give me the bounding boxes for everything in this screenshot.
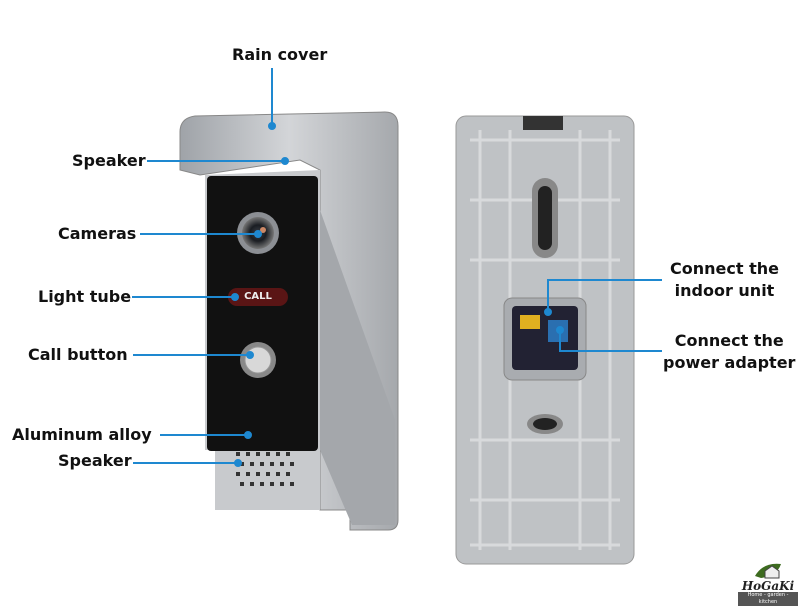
speaker-hole bbox=[286, 472, 290, 476]
speaker-hole bbox=[256, 472, 260, 476]
speaker-hole bbox=[286, 452, 290, 456]
speaker-hole bbox=[240, 482, 244, 486]
label-power-adapter: Connect the power adapter bbox=[663, 330, 795, 374]
light-tube bbox=[228, 288, 288, 306]
label-light-tube: Light tube bbox=[38, 287, 132, 306]
speaker-hole bbox=[280, 482, 284, 486]
call-text: CALL bbox=[244, 291, 272, 302]
house-leaf-icon bbox=[755, 563, 781, 579]
label-call-button: Call button bbox=[28, 345, 128, 364]
front-panel bbox=[207, 176, 318, 451]
speaker-hole bbox=[266, 452, 270, 456]
callout-lines bbox=[132, 68, 662, 467]
label-indoor-unit-line1: Connect the bbox=[670, 259, 779, 278]
speaker-hole bbox=[280, 462, 284, 466]
label-aluminum-alloy: Aluminum alloy bbox=[12, 425, 152, 444]
speaker-hole bbox=[240, 462, 244, 466]
speaker-hole bbox=[276, 472, 280, 476]
logo-tagline: Home - garden - kitchen bbox=[738, 592, 798, 606]
speaker-grille bbox=[236, 452, 294, 486]
label-indoor-unit: Connect the indoor unit bbox=[670, 258, 779, 302]
speaker-hole bbox=[246, 472, 250, 476]
speaker-hole bbox=[266, 472, 270, 476]
label-power-line1: Connect the bbox=[674, 331, 784, 350]
speaker-hole bbox=[276, 452, 280, 456]
speaker-hole bbox=[270, 482, 274, 486]
speaker-hole bbox=[270, 462, 274, 466]
speaker-hole bbox=[246, 452, 250, 456]
label-speaker-top: Speaker bbox=[72, 151, 146, 170]
speaker-hole bbox=[236, 472, 240, 476]
label-speaker-bottom: Speaker bbox=[58, 451, 132, 470]
label-power-line2: power adapter bbox=[663, 353, 796, 372]
speaker-hole bbox=[256, 452, 260, 456]
speaker-hole bbox=[260, 462, 264, 466]
label-rain-cover: Rain cover bbox=[232, 45, 328, 64]
back-plate bbox=[455, 115, 635, 565]
speaker-hole bbox=[290, 462, 294, 466]
label-cameras: Cameras bbox=[58, 224, 137, 243]
logo-name: HoGaKi bbox=[741, 579, 795, 593]
label-indoor-unit-line2: indoor unit bbox=[674, 281, 775, 300]
speaker-hole bbox=[290, 482, 294, 486]
speaker-hole bbox=[260, 482, 264, 486]
speaker-hole bbox=[250, 462, 254, 466]
front-unit bbox=[179, 111, 399, 531]
brand-logo: HoGaKi Home - garden - kitchen bbox=[738, 562, 798, 606]
speaker-hole bbox=[236, 452, 240, 456]
speaker-hole bbox=[250, 482, 254, 486]
